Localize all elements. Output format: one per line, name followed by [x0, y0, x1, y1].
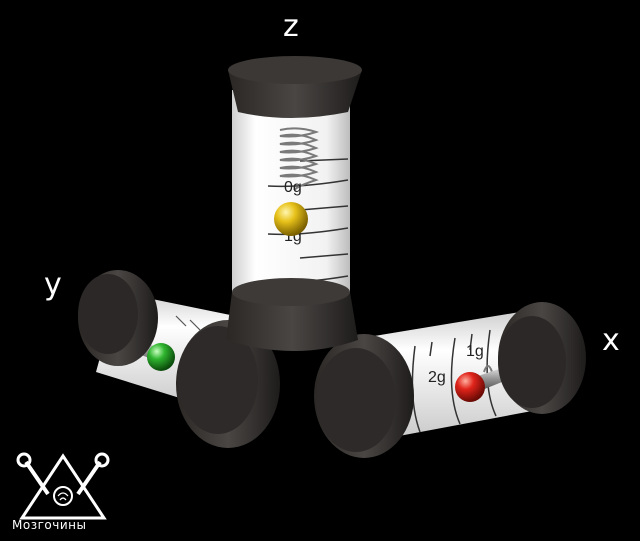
logo-text: Мозгочины	[12, 518, 87, 532]
z-tube-glass	[232, 90, 350, 306]
x-mark-2g: 2g	[428, 369, 446, 386]
z-axis-label: z	[283, 9, 299, 44]
z-top-cap	[228, 56, 362, 118]
x-ball	[455, 372, 485, 402]
y-ball	[147, 343, 175, 371]
y-axis-tube	[78, 270, 280, 448]
x-axis-tube: 2g 1g	[314, 302, 586, 458]
x-left-cap	[314, 334, 414, 458]
z-mark-0g: 0g	[284, 179, 302, 196]
wrench-triangle-brain-icon	[16, 452, 110, 520]
y-left-cap	[78, 270, 158, 366]
z-spring	[279, 127, 320, 191]
z-axis-tube: 0g 1g 2g	[228, 56, 362, 306]
y-axis-label: y	[44, 267, 62, 302]
z-ball	[274, 202, 308, 236]
x-axis-label: x	[602, 323, 620, 358]
y-right-cap	[176, 320, 280, 448]
x-right-cap	[498, 302, 586, 414]
z-bottom-cap	[226, 278, 358, 351]
x-mark-1g: 1g	[466, 343, 484, 360]
